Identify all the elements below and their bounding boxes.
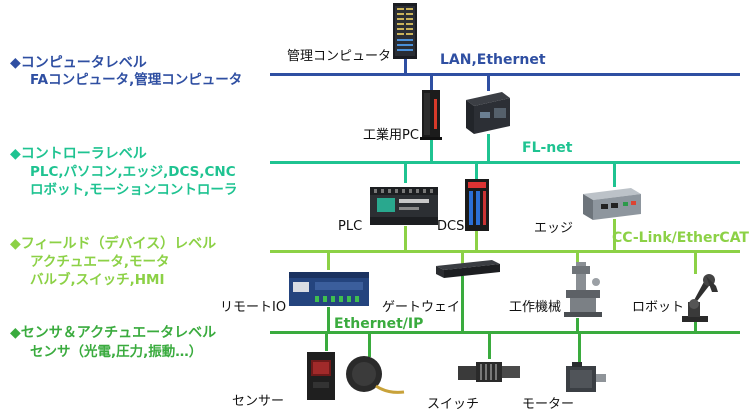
switch-label: スイッチ	[427, 397, 480, 412]
machine-tool-label: 工作機械	[509, 300, 562, 315]
sensor-level-title: ◆センサ＆アクチュエータレベル	[10, 325, 217, 341]
flnet-drop-rack	[487, 134, 490, 162]
cclink-bus-line	[270, 250, 740, 253]
controller-level-desc-2: ロボット,モーションコントローラ	[30, 182, 238, 198]
cclink-network-label: CC-Link/EtherCAT	[612, 230, 749, 246]
cclink-drop-remoteio	[327, 250, 330, 270]
field-level-title: ◆フィールド（デバイス）レベル	[10, 236, 217, 252]
machine-tool-icon	[564, 262, 602, 317]
ethernet-ip-bus-line	[270, 331, 740, 334]
cclink-drop-dcs	[475, 230, 478, 251]
ethernet-ip-network-label: Ethernet/IP	[334, 316, 424, 332]
remote-io-icon	[289, 272, 369, 306]
lan-network-label: LAN,Ethernet	[440, 52, 546, 68]
switch-icon	[458, 362, 520, 382]
computer-level-desc: FAコンピュータ,管理コンピュータ	[30, 72, 243, 88]
photoelectric-sensor-icon	[307, 352, 335, 400]
plc-icon	[370, 187, 438, 225]
industrial-pc-icon	[420, 90, 442, 140]
eip-drop-machine	[576, 318, 579, 332]
industrial-pc-label: 工業用PC	[363, 128, 419, 143]
server-tower-icon	[393, 3, 417, 59]
cclink-drop-machine	[576, 250, 579, 264]
robot-arm-icon	[682, 274, 718, 322]
flnet-bus-line	[270, 161, 740, 164]
edge-label: エッジ	[534, 221, 574, 236]
motor-label: モーター	[522, 397, 575, 412]
eip-drop-remoteio	[327, 307, 330, 332]
lan-drop-rack	[487, 73, 490, 91]
robot-label: ロボット	[632, 300, 685, 315]
computer-level-title: ◆コンピュータレベル	[10, 55, 147, 71]
eip-drop-switch	[488, 331, 491, 359]
cclink-drop-plc	[404, 226, 407, 251]
eip-drop-gateway	[461, 276, 464, 332]
flnet-drop-edge	[613, 161, 616, 187]
controller-level-desc-1: PLC,パソコン,エッジ,DCS,CNC	[30, 164, 236, 180]
dcs-label: DCS	[437, 219, 465, 234]
mgmt-computer-label: 管理コンピュータ	[287, 49, 392, 64]
lan-bus-line	[270, 73, 740, 76]
field-level-desc-2: バルブ,スイッチ,HMI	[30, 272, 165, 288]
lan-drop-ipc	[430, 73, 433, 91]
flnet-drop-ipc	[430, 140, 433, 162]
gateway-label: ゲートウェイ	[382, 300, 461, 315]
field-level-desc-1: アクチュエータ,モータ	[30, 254, 170, 270]
remote-io-label: リモートIO	[220, 300, 287, 315]
controller-level-title: ◆コントローラレベル	[10, 146, 147, 162]
gateway-icon	[436, 260, 500, 278]
cclink-drop-robot	[694, 250, 697, 274]
dcs-icon	[465, 179, 489, 231]
eip-drop-motor	[578, 331, 581, 365]
flnet-drop-dcs	[475, 161, 478, 179]
edge-device-icon	[583, 188, 641, 220]
cclink-drop-edge	[613, 219, 616, 251]
sensor-level-desc: センサ（光電,圧力,振動…）	[30, 344, 203, 360]
motor-icon	[566, 362, 606, 392]
eip-drop-sensor-1	[325, 331, 328, 351]
flnet-network-label: FL-net	[522, 140, 573, 156]
round-sensor-icon	[346, 356, 405, 394]
eip-drop-sensor-2	[368, 331, 371, 357]
rack-pc-icon	[466, 92, 510, 134]
eip-drop-robot	[694, 322, 697, 332]
sensor-label: センサー	[232, 394, 285, 409]
plc-label: PLC	[338, 219, 363, 234]
flnet-drop-plc	[404, 161, 407, 183]
cclink-drop-gateway	[461, 250, 464, 264]
lan-drop-server	[404, 58, 407, 74]
